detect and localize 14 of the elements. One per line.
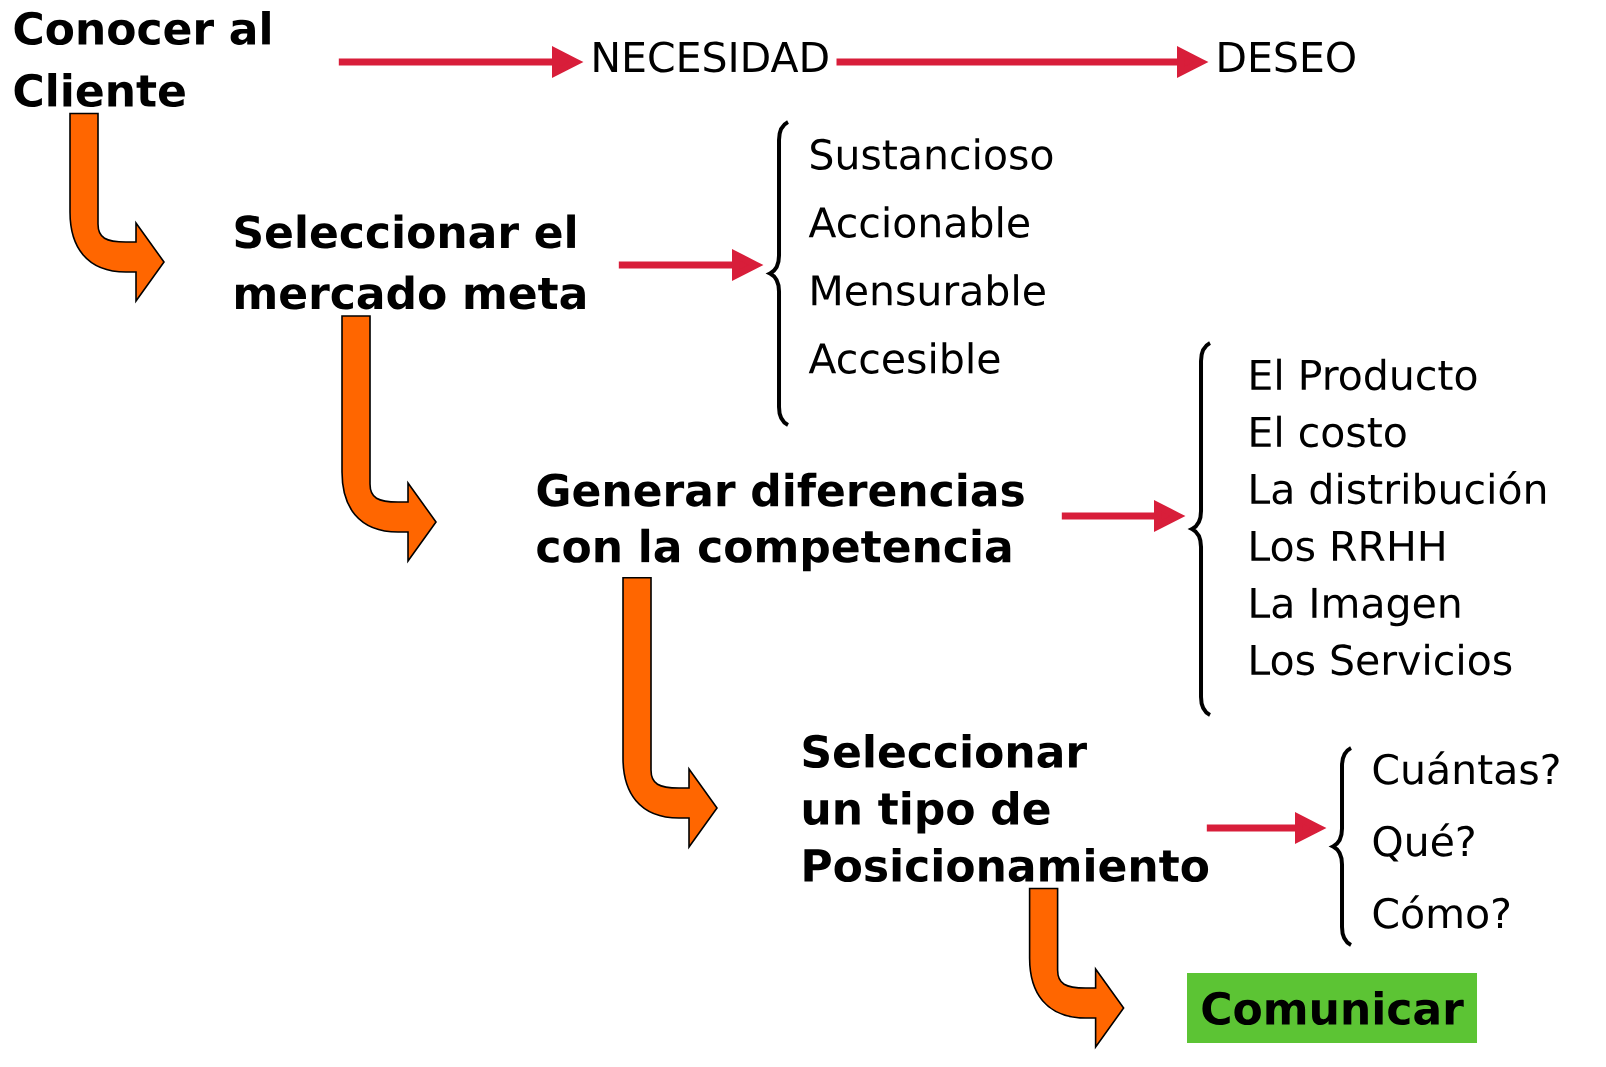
step-label: Seleccionar el mercado meta	[235, 214, 585, 310]
step-label: Generar diferencias con la competencia	[537, 472, 1024, 572]
highlight-box: Comunicar	[1187, 973, 1477, 1043]
step-label: Conocer al Cliente	[14, 10, 270, 108]
curved-arrow	[1028, 887, 1125, 1048]
question-list: Cuántas? Qué? Cómo?	[1331, 746, 1559, 947]
step-label: Seleccionar un tipo de Posicionamiento	[803, 734, 1209, 883]
curved-arrow	[69, 112, 165, 302]
criteria-list: Sustancioso Accionable Mensurable Accesible	[768, 120, 1053, 427]
curved-arrow	[341, 315, 437, 562]
curved-arrow	[622, 576, 718, 848]
concept-label: DESEO	[1219, 41, 1355, 73]
concept-label: NECESIDAD	[594, 41, 828, 73]
criteria-list: El Producto El costo La distribución Los RRHH La Imagen Los Servicios	[1190, 341, 1546, 717]
